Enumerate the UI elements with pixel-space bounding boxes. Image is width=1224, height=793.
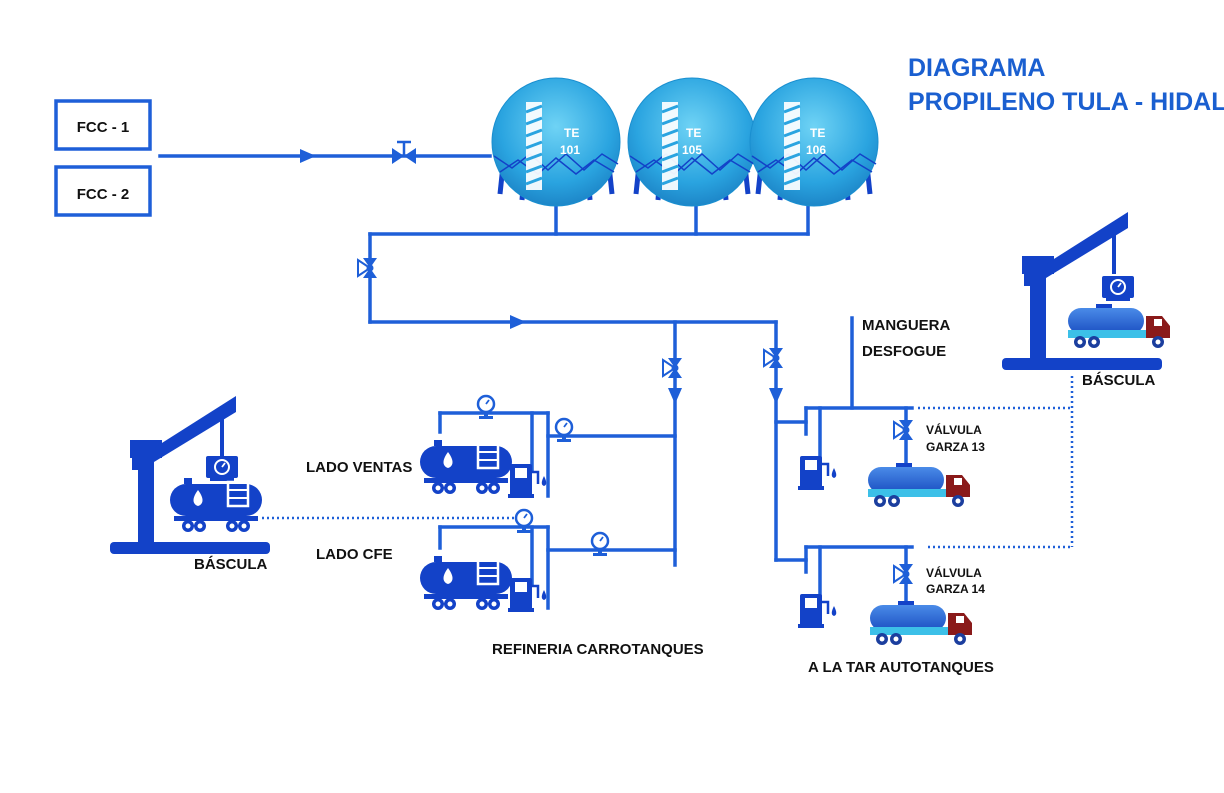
flow-arrow-icon: [769, 388, 783, 404]
garza14-label-2: GARZA 14: [926, 582, 985, 596]
source-fcc-1-label: FCC - 1: [77, 119, 130, 136]
garza13-label-1: VÁLVULA: [926, 422, 982, 437]
pressure-gauge-icon: [590, 531, 610, 558]
garza13-label-2: GARZA 13: [926, 440, 985, 454]
source-fcc-2[interactable]: FCC - 2: [54, 165, 152, 217]
tank-te106-label-1: TE: [810, 126, 825, 140]
tank-te106[interactable]: TE 106: [750, 78, 878, 206]
pressure-gauge-icon: [554, 417, 574, 444]
tank-te105-label-2: 105: [682, 143, 702, 157]
butterfly-valve-icon[interactable]: [763, 347, 784, 369]
source-fcc-2-label: FCC - 2: [77, 186, 130, 203]
pipe-network: [158, 154, 914, 612]
fuel-pump-icon: [506, 462, 548, 500]
spherical-tank-icon: [492, 78, 620, 206]
bascula-left-label: BÁSCULA: [194, 556, 267, 573]
scale-display-icon: [1101, 275, 1135, 302]
pressure-gauge-icon: [514, 508, 534, 535]
signal-lines: [262, 376, 1074, 549]
flow-arrow-icon: [300, 149, 316, 163]
bascula-right-label: BÁSCULA: [1082, 372, 1155, 389]
rail-tank-car-icon: [418, 554, 514, 612]
lado-cfe-label: LADO CFE: [316, 546, 393, 563]
title-line-2: PROPILENO TULA - HIDALGO: [908, 88, 1224, 116]
autotanques-label: A LA TAR AUTOTANQUES: [808, 659, 994, 676]
left-scale-station[interactable]: [108, 394, 272, 556]
butterfly-valve-icon[interactable]: [357, 257, 378, 279]
fuel-pump-icon: [506, 576, 548, 614]
refineria-label: REFINERIA CARROTANQUES: [492, 641, 704, 658]
tank-te101-label-1: TE: [564, 126, 579, 140]
source-fcc-1[interactable]: FCC - 1: [54, 99, 152, 151]
spherical-tank-icon: [750, 78, 878, 206]
fuel-pump-icon: [796, 454, 838, 492]
manguera-label-2: DESFOGUE: [862, 343, 946, 360]
tanker-truck-icon: [870, 601, 972, 645]
title-line-1: DIAGRAMA: [908, 54, 1046, 82]
spherical-tank-icon: [628, 78, 756, 206]
tank-te105-label-1: TE: [686, 126, 701, 140]
tank-te106-label-2: 106: [806, 143, 826, 157]
tanker-truck-icon: [868, 463, 970, 507]
gate-valve-icon[interactable]: [392, 140, 416, 164]
scale-display-icon: [205, 455, 239, 482]
butterfly-valve-icon[interactable]: [893, 563, 914, 585]
butterfly-valve-icon[interactable]: [662, 357, 683, 379]
garza14-label-1: VÁLVULA: [926, 565, 982, 580]
right-scale-station[interactable]: [1000, 210, 1170, 372]
fuel-pump-icon: [796, 592, 838, 630]
rail-tank-car-icon: [418, 438, 514, 496]
flow-arrow-icon: [668, 388, 682, 404]
tank-te105[interactable]: TE 105: [628, 78, 756, 206]
pressure-gauge-icon: [476, 394, 496, 421]
tanker-truck-icon: [1068, 304, 1170, 348]
rail-tank-car-icon: [168, 476, 264, 534]
butterfly-valve-icon[interactable]: [893, 419, 914, 441]
manguera-label-1: MANGUERA: [862, 317, 950, 334]
flow-arrow-icon: [510, 315, 526, 329]
tank-te101[interactable]: TE 101: [492, 78, 620, 206]
lado-ventas-label: LADO VENTAS: [306, 459, 412, 476]
tank-te101-label-2: 101: [560, 143, 580, 157]
